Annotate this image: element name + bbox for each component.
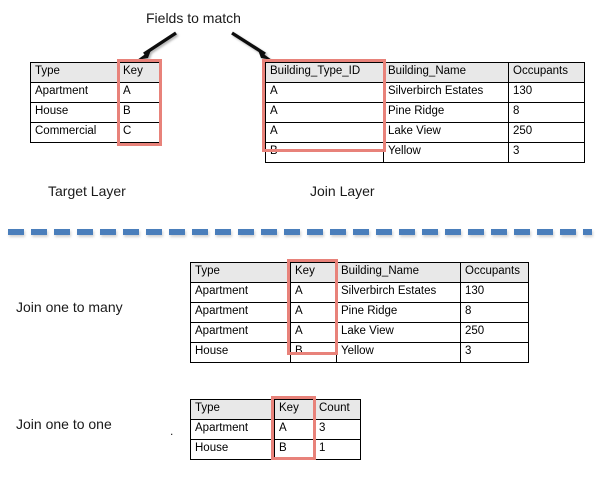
table-row: House B Yellow 3 <box>190 342 529 363</box>
cell-type: Apartment <box>190 419 275 440</box>
cell-building-type-id: B <box>265 142 384 163</box>
table-row: Apartment A <box>30 82 161 103</box>
column-header-type: Type <box>190 399 275 420</box>
table-header-row: Type Key Count <box>190 399 361 420</box>
cell-occupants: 130 <box>460 282 529 303</box>
column-header-building-type-id: Building_Type_ID <box>265 62 384 83</box>
column-header-type: Type <box>30 62 119 83</box>
cell-key: A <box>290 302 337 323</box>
table-row: A Lake View 250 <box>265 122 585 143</box>
cell-type: House <box>30 102 119 123</box>
column-header-building-name: Building_Name <box>336 262 461 283</box>
section-divider <box>8 229 593 237</box>
cell-key: A <box>290 322 337 343</box>
join-layer-table: Building_Type_ID Building_Name Occupants… <box>265 62 585 163</box>
cell-key: C <box>118 122 161 143</box>
cell-occupants: 8 <box>460 302 529 323</box>
cell-occupants: 130 <box>508 82 585 103</box>
table-row: B Yellow 3 <box>265 142 585 163</box>
table-header-row: Type Key Building_Name Occupants <box>190 262 529 283</box>
column-header-key: Key <box>274 399 315 420</box>
cell-occupants: 3 <box>460 342 529 363</box>
stray-period: . <box>170 424 174 438</box>
cell-building-type-id: A <box>265 82 384 103</box>
cell-type: Apartment <box>30 82 119 103</box>
cell-building-type-id: A <box>265 102 384 123</box>
cell-building-name: Yellow <box>383 142 509 163</box>
column-header-occupants: Occupants <box>460 262 529 283</box>
join-one-to-many-caption: Join one to many <box>16 299 123 315</box>
cell-occupants: 3 <box>508 142 585 163</box>
cell-type: Apartment <box>190 322 291 343</box>
column-header-count: Count <box>314 399 361 420</box>
table-row: Apartment A Pine Ridge 8 <box>190 302 529 323</box>
cell-key: B <box>118 102 161 123</box>
cell-type: House <box>190 439 275 460</box>
target-layer-caption: Target Layer <box>48 183 126 199</box>
table-header-row: Building_Type_ID Building_Name Occupants <box>265 62 585 83</box>
cell-building-name: Lake View <box>336 322 461 343</box>
cell-type: House <box>190 342 291 363</box>
join-one-to-many-table: Type Key Building_Name Occupants Apartme… <box>190 262 529 363</box>
join-one-to-one-table: Type Key Count Apartment A 3 House B 1 <box>190 399 361 460</box>
table-row: House B <box>30 102 161 123</box>
fields-to-match-annotation: Fields to match <box>146 10 241 26</box>
table-row: Apartment A Lake View 250 <box>190 322 529 343</box>
cell-key: A <box>118 82 161 103</box>
join-one-to-one-caption: Join one to one <box>16 416 112 432</box>
cell-building-name: Pine Ridge <box>383 102 509 123</box>
divider-line <box>8 229 592 235</box>
table-row: Apartment A Silverbirch Estates 130 <box>190 282 529 303</box>
table-row: A Silverbirch Estates 130 <box>265 82 585 103</box>
column-header-key: Key <box>290 262 337 283</box>
column-header-key: Key <box>118 62 161 83</box>
cell-type: Commercial <box>30 122 119 143</box>
target-layer-table: Type Key Apartment A House B Commercial … <box>30 62 161 143</box>
table-row: Commercial C <box>30 122 161 143</box>
cell-building-name: Yellow <box>336 342 461 363</box>
cell-key: A <box>290 282 337 303</box>
cell-type: Apartment <box>190 302 291 323</box>
cell-key: A <box>274 419 315 440</box>
cell-building-name: Lake View <box>383 122 509 143</box>
column-header-type: Type <box>190 262 291 283</box>
table-row: House B 1 <box>190 439 361 460</box>
cell-building-name: Silverbirch Estates <box>383 82 509 103</box>
join-layer-caption: Join Layer <box>310 183 375 199</box>
cell-key: B <box>274 439 315 460</box>
table-header-row: Type Key <box>30 62 161 83</box>
cell-occupants: 250 <box>460 322 529 343</box>
table-row: A Pine Ridge 8 <box>265 102 585 123</box>
cell-occupants: 8 <box>508 102 585 123</box>
cell-count: 3 <box>314 419 361 440</box>
cell-key: B <box>290 342 337 363</box>
cell-building-type-id: A <box>265 122 384 143</box>
cell-count: 1 <box>314 439 361 460</box>
table-row: Apartment A 3 <box>190 419 361 440</box>
cell-building-name: Pine Ridge <box>336 302 461 323</box>
cell-type: Apartment <box>190 282 291 303</box>
column-header-occupants: Occupants <box>508 62 585 83</box>
cell-building-name: Silverbirch Estates <box>336 282 461 303</box>
column-header-building-name: Building_Name <box>383 62 509 83</box>
cell-occupants: 250 <box>508 122 585 143</box>
